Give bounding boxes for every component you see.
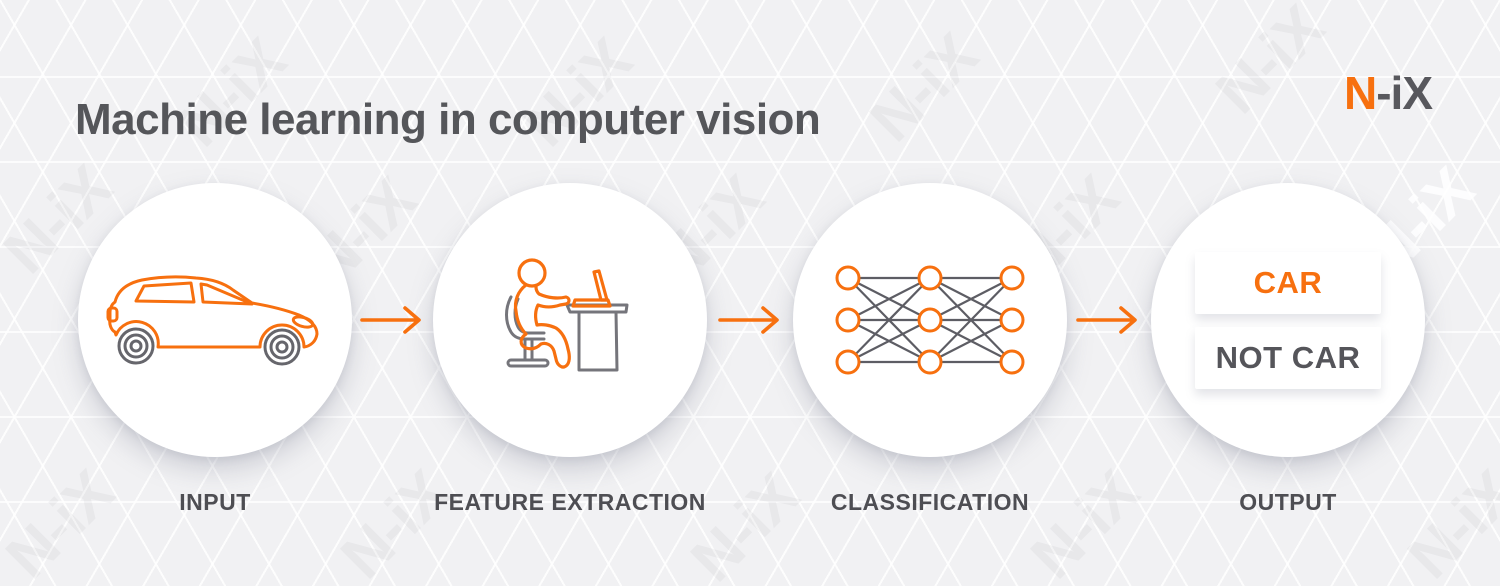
brand-watermark: N-iX <box>678 461 812 586</box>
step-circle-input <box>78 183 352 457</box>
step-label-output: OUTPUT <box>1239 489 1337 515</box>
brand-watermark: N-iX <box>1203 0 1337 127</box>
step-label-input: INPUT <box>179 489 251 515</box>
step-circle-feature-extraction <box>433 183 707 457</box>
person-at-computer-icon <box>505 257 629 371</box>
output-card-car: CAR <box>1195 251 1381 314</box>
brand-watermark: N-iX <box>857 21 991 155</box>
step-label-classification: CLASSIFICATION <box>830 489 1030 515</box>
brand-watermark: N-iX <box>1018 458 1152 586</box>
output-card-not-car: NOT CAR <box>1195 326 1381 389</box>
nix-logo-gray: -iX <box>1376 67 1433 119</box>
step-circle-classification <box>793 183 1067 457</box>
brand-watermark: N-iX <box>0 458 127 586</box>
step-circle-output: CAR NOT CAR <box>1151 183 1425 457</box>
nix-logo-orange: N <box>1343 67 1377 119</box>
arrow-right-icon <box>1076 306 1137 334</box>
brand-watermark: N-iX <box>328 458 462 586</box>
output-cards: CAR NOT CAR <box>1195 251 1381 389</box>
nix-logo: N-iX <box>1343 66 1433 120</box>
arrow-right-icon <box>718 306 779 334</box>
arrow-right-icon <box>360 306 421 334</box>
step-label-feature-extraction: FEATURE EXTRACTION <box>434 489 706 515</box>
car-icon <box>106 275 319 366</box>
page-title: Machine learning in computer vision <box>75 95 821 145</box>
brand-watermark: N-iX <box>1395 458 1500 586</box>
neural-network-icon <box>835 265 1025 375</box>
